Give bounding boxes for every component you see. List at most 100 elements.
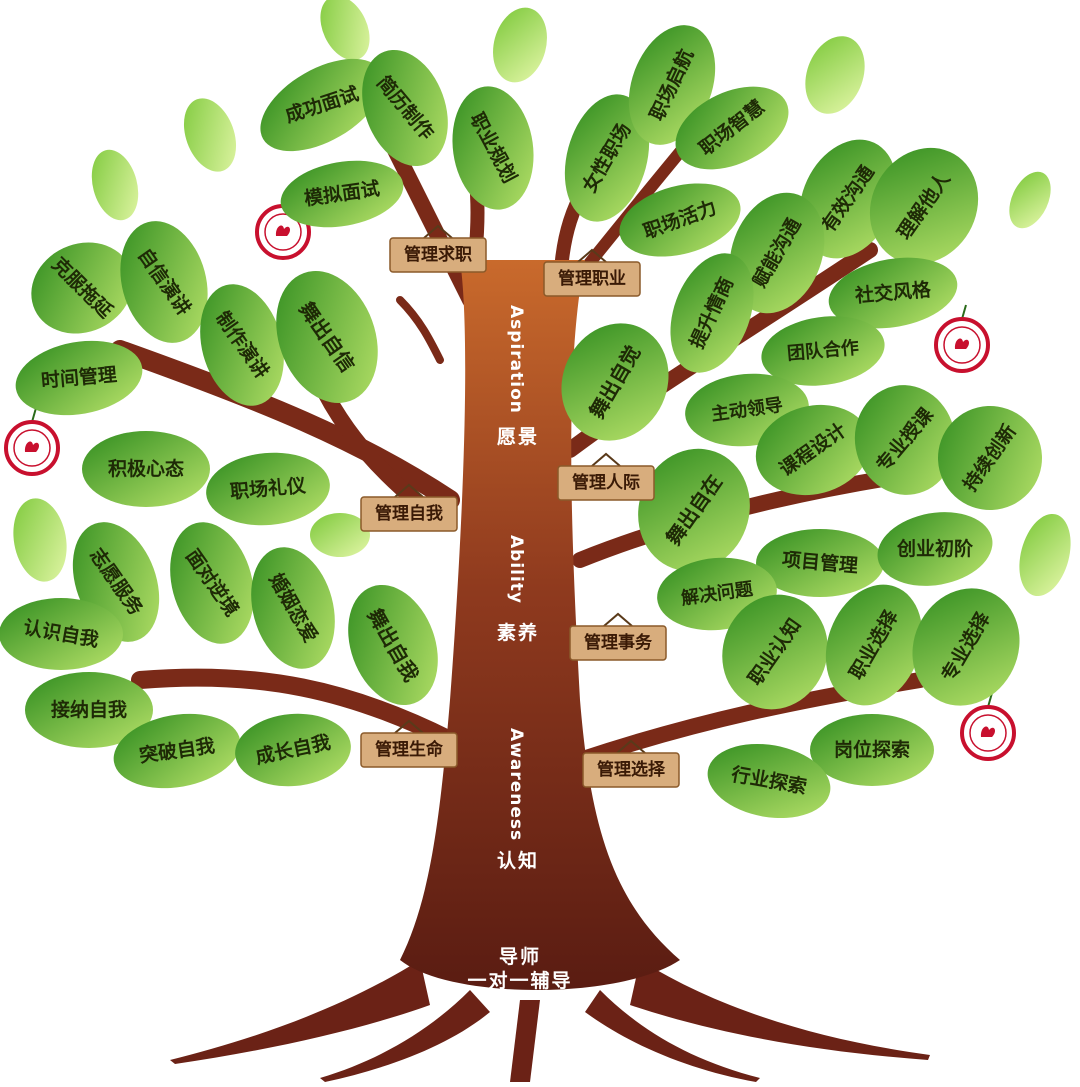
leaf-39: 接纳自我 [25,672,153,748]
sign-board [360,732,458,768]
leaf-11: 赋能沟通 [729,192,825,314]
seal-emblem-icon [954,338,970,349]
leaf-2: 简历制作 [362,49,448,167]
seal-inner-ring [264,213,302,251]
leaf-shape [280,160,404,228]
sign-hanger [603,612,633,627]
leaf-30: 婚姻恋爱 [251,547,335,669]
leaf-shape [938,406,1042,510]
leaf-label: 岗位探索 [834,738,910,761]
leaf-shape [619,183,741,257]
leaf-shape [0,598,123,670]
seal-emblem-icon [24,441,40,452]
seal-emblem-icon [275,225,291,236]
sign-board [582,752,680,788]
leaf-6: 职场智慧 [675,86,789,170]
leaf-32: 创业初阶 [877,512,993,586]
seal-stem [31,407,37,423]
leaf-shape [825,584,923,706]
leaf-shape [828,257,958,329]
sign-label: 管理生命 [375,739,444,760]
leaf-19: 时间管理 [15,340,143,416]
sign-4: 管理自我 [360,483,458,532]
decorative-leaves [13,0,1071,597]
leaf-20: 舞出自觉 [561,323,669,441]
leaf-23: 职场礼仪 [206,452,330,526]
trunk-base-line2: 一对一辅导 [467,970,573,992]
leaf-41: 成长自我 [235,713,351,787]
sign-6: 管理生命 [360,719,458,768]
leaf-shape [670,253,754,373]
sign-3: 管理人际 [557,452,655,501]
leaf-shape [82,431,210,507]
sign-7: 管理选择 [582,739,680,788]
leaf-shape [15,340,143,416]
sign-2: 管理职业 [543,248,641,297]
leaf-shape [912,588,1020,706]
leaf-27: 舞出自在 [638,448,750,572]
leaf-14: 制作演讲 [200,284,284,406]
leaf-7: 模拟面试 [280,160,404,228]
leaf-shape [722,594,828,710]
leaf-shape [31,242,133,334]
sign-label: 管理人际 [572,472,640,493]
leaf-4: 女性职场 [564,94,650,222]
sign-board [389,237,487,273]
leaf-shape [756,529,884,597]
leaf-shape [120,221,208,343]
leaf-shape [25,672,153,748]
sign-hanger [423,224,453,239]
sign-board [569,625,667,661]
sign-label: 管理事务 [584,632,653,653]
leaf-shape [235,713,351,787]
leaf-37: 职业选择 [825,584,923,706]
sign-board [557,465,655,501]
trunk-base-line1: 导师 [498,946,541,968]
sign-hanger [577,248,607,263]
leaf-label: 创业初阶 [896,537,974,560]
sign-label: 管理选择 [597,759,666,780]
trunk-label-awareness-cn: 认知 [496,850,539,872]
leaf-25: 专业授课 [854,385,956,495]
seal-stem [961,304,967,320]
seal-logo-3 [934,304,990,373]
seal-logo-4 [960,692,1016,761]
leaf-29: 面对逆境 [170,522,254,644]
leaf-36: 职业认知 [722,594,828,710]
leaf-22: 积极心态 [82,431,210,507]
leaf-13: 自信演讲 [120,221,208,343]
leaf-26: 持续创新 [938,406,1042,510]
leaf-43: 行业探索 [707,743,831,819]
sign-board [543,261,641,297]
sign-hanger [394,483,424,498]
leaf-34: 舞出自我 [348,584,438,706]
sign-5: 管理事务 [569,612,667,661]
leaf-17: 提升情商 [670,253,754,373]
leaf-shape [452,86,534,210]
leaf-shape [348,584,438,706]
trunk-label-awareness: Awareness [506,728,526,842]
leaf-shape [251,547,335,669]
sign-hanger [616,739,646,754]
leaf-shape [276,271,378,403]
leaf-10: 理解他人 [869,147,979,265]
leaf-15: 舞出自信 [276,271,378,403]
seal-emblem-icon [980,726,996,737]
leaf-33: 认识自我 [0,598,123,670]
tree-roots [170,960,930,1082]
seal-stem [987,692,993,708]
sign-hanger [591,452,621,467]
leaf-8: 职场活力 [619,183,741,257]
sign-hanger [394,719,424,734]
sign-label: 管理求职 [404,244,472,265]
leaf-shape [854,385,956,495]
seal-inner-ring [969,714,1007,752]
leaf-shape [260,58,384,152]
leaf-shape [561,323,669,441]
leaf-shape [761,316,885,386]
leaf-shape [206,452,330,526]
leaf-shape [675,86,789,170]
leaf-shape [869,147,979,265]
